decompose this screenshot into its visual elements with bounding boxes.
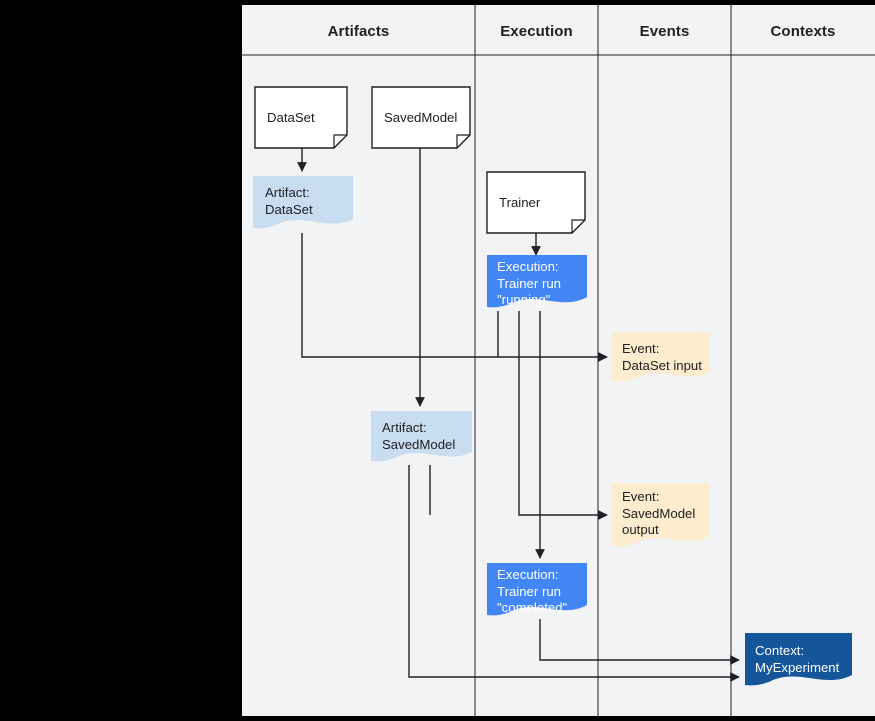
connector-layer: [297, 148, 740, 682]
node-doc-trainer[interactable]: [486, 171, 586, 234]
lane-title-execution: Execution: [500, 23, 573, 40]
node-event-dataset-input[interactable]: [612, 332, 710, 382]
node-execution-running[interactable]: [487, 255, 587, 308]
node-execution-completed[interactable]: [487, 563, 587, 616]
edge-execution-running-to-event-output: [518, 311, 608, 520]
node-event-savedmodel-output[interactable]: [612, 483, 710, 547]
node-artifact-savedmodel[interactable]: [371, 411, 472, 462]
edge-artifact-dataset-to-event-input: [301, 233, 608, 362]
node-doc-dataset[interactable]: [254, 86, 348, 149]
node-artifact-dataset[interactable]: [253, 176, 353, 229]
lane-title-contexts: Contexts: [770, 23, 836, 40]
node-shape-layer: [253, 86, 852, 686]
lane-grid-layer: [242, 5, 875, 716]
node-context-myexperiment[interactable]: [745, 633, 852, 686]
lane-title-events: Events: [639, 23, 690, 40]
edge-artifact-savedmodel-to-context: [408, 465, 740, 682]
node-doc-savedmodel[interactable]: [371, 86, 471, 149]
edge-execution-completed-to-context: [539, 619, 740, 665]
lane-title-artifacts: Artifacts: [327, 23, 390, 40]
swimlane-diagram: Artifacts Execution Events Contexts: [242, 5, 875, 716]
